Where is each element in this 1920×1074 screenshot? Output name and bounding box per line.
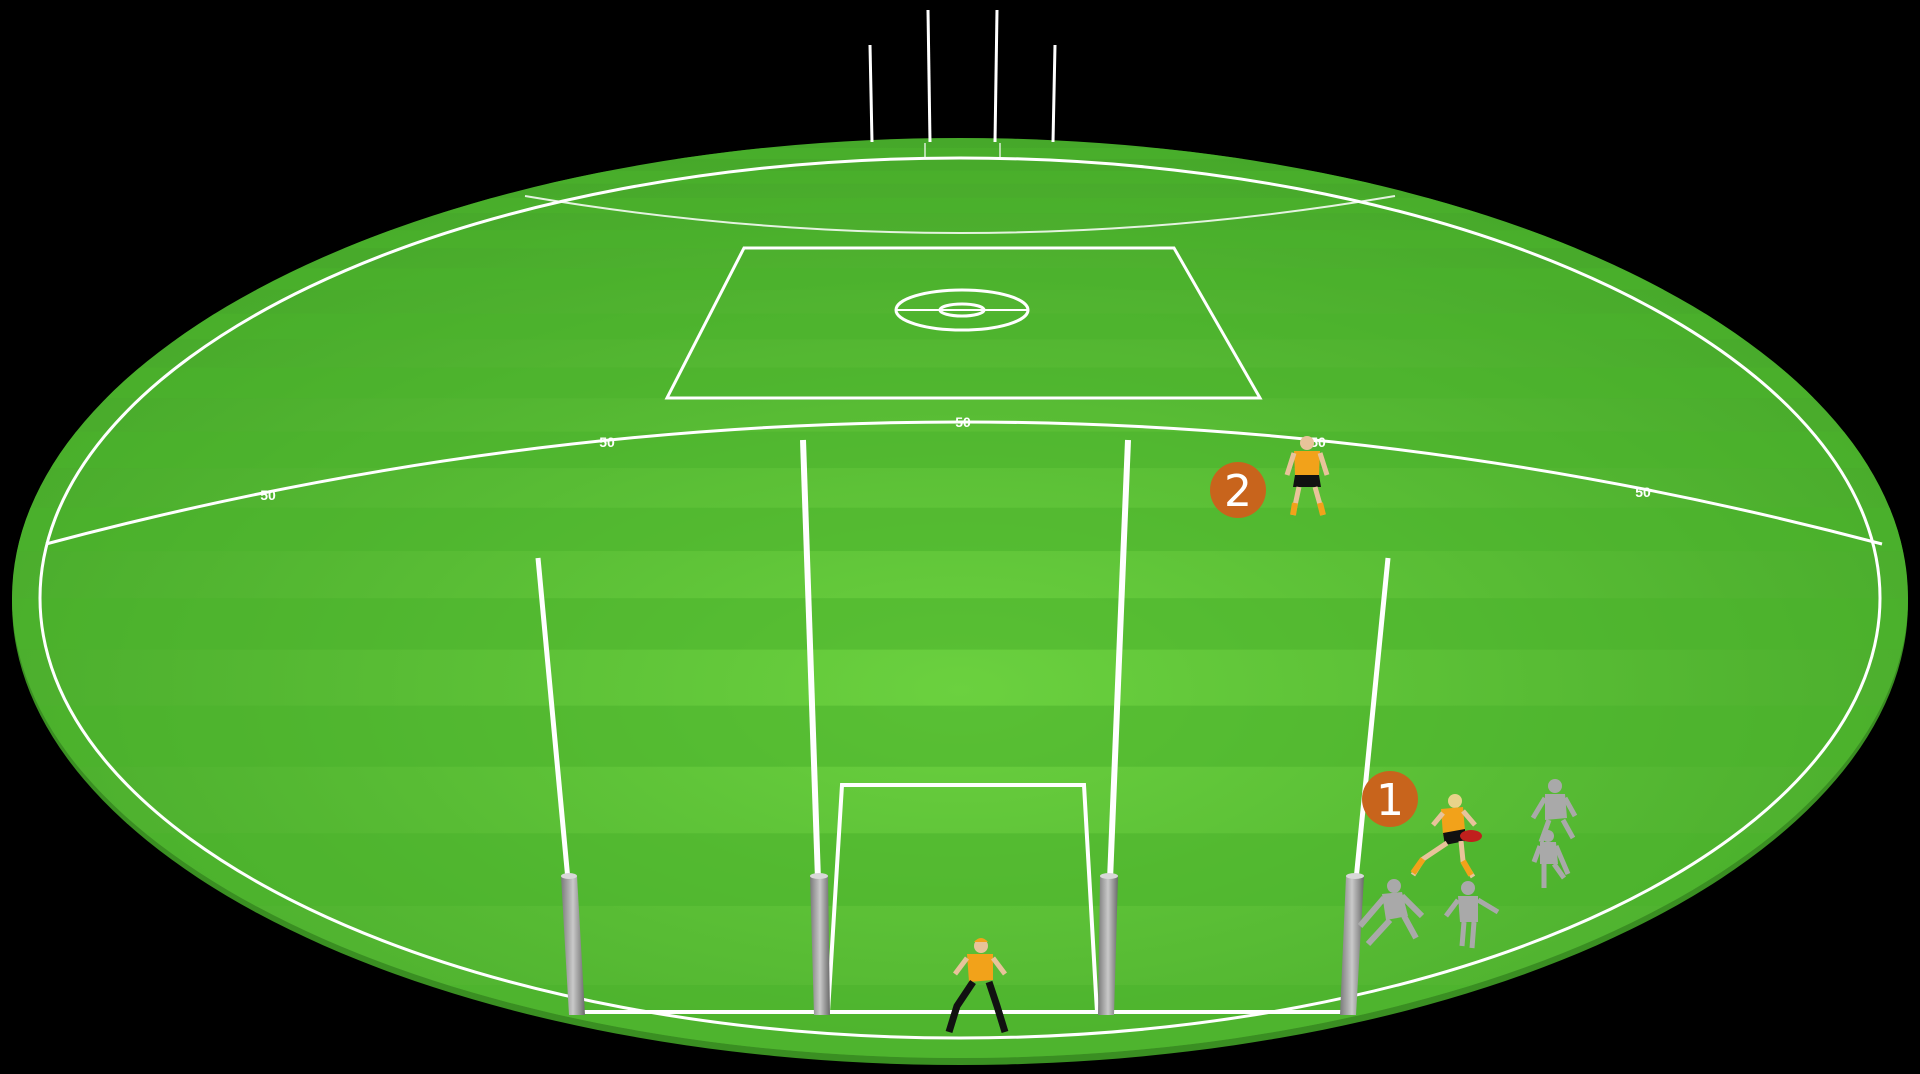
far-goal-posts: [870, 10, 1055, 142]
opponent-4-head: [1461, 881, 1475, 895]
grass-stripe: [0, 368, 1920, 399]
far-behind-post-right: [1053, 45, 1055, 142]
grass-stripe: [0, 706, 1920, 767]
grass-stripe: [0, 198, 1920, 213]
grass-stripe: [0, 833, 1920, 906]
arc-label-2: 50: [599, 434, 615, 450]
opponent-4-body: [1458, 896, 1478, 922]
player-2-shorts: [1293, 475, 1321, 487]
post-pad-top-2: [810, 873, 828, 879]
marker-2-number: 2: [1224, 466, 1252, 517]
marker-1-number: 1: [1376, 775, 1404, 826]
player-2-jersey: [1294, 451, 1320, 475]
grass-stripe: [0, 598, 1920, 649]
field: 50 50 50 50 50: [0, 138, 1920, 1071]
opponent-2-head: [1542, 830, 1554, 842]
grass-stripe: [0, 171, 1920, 184]
opponent-3-head: [1387, 879, 1401, 893]
post-pad-top-4: [1346, 873, 1364, 879]
post-pad-top-1: [561, 873, 577, 879]
marker-2: 2: [1210, 462, 1266, 518]
opponent-1-body: [1545, 794, 1567, 820]
arc-label-5: 50: [1635, 484, 1651, 500]
opponent-2-body: [1540, 842, 1558, 864]
grass-stripe: [0, 508, 1920, 551]
football: [1460, 830, 1482, 842]
grass-stripe: [0, 268, 1920, 290]
grass-stripe: [0, 432, 1920, 468]
marker-1: 1: [1362, 771, 1418, 827]
far-goal-post-left: [928, 10, 930, 142]
post-pad-top-3: [1100, 873, 1118, 879]
arc-label-1: 50: [260, 487, 276, 503]
far-goal-post-right: [995, 10, 997, 142]
opponent-1-head: [1548, 779, 1562, 793]
player-2-head: [1300, 436, 1314, 450]
far-behind-post-left: [870, 45, 872, 142]
arc-label-3: 50: [955, 414, 971, 430]
player-1-head: [1448, 794, 1462, 808]
player-goal-square-jersey: [967, 954, 993, 982]
